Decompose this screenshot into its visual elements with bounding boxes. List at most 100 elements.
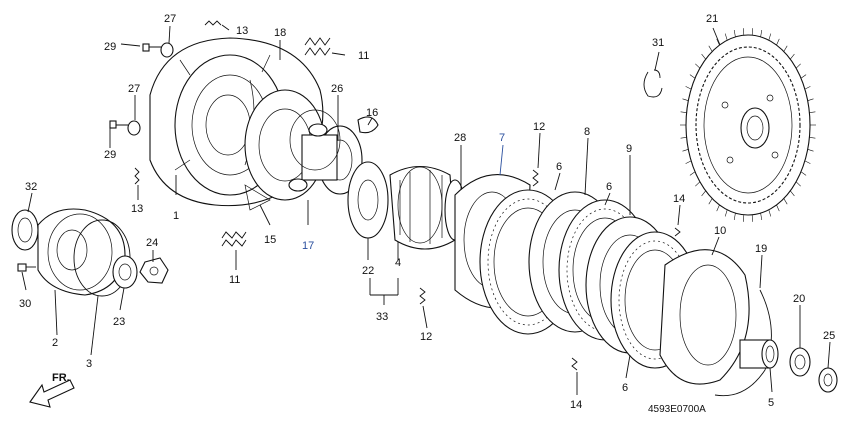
callout-26: 26 (331, 83, 343, 95)
gear-tooth (680, 137, 687, 139)
callout-27b: 27 (128, 83, 140, 95)
callout-20: 20 (793, 293, 805, 305)
washer-27a (160, 42, 174, 58)
callout-7: 7 (499, 132, 505, 144)
gear-tooth (783, 45, 788, 52)
gear-tooth (783, 198, 788, 205)
spring-13a (204, 20, 222, 26)
callout-labels: 27 29 13 18 11 27 29 26 16 13 1 15 17 11… (19, 13, 835, 411)
callout-27a: 27 (164, 13, 176, 25)
gear-tooth (695, 63, 701, 69)
gear-tooth (800, 74, 807, 79)
callout-31: 31 (652, 37, 664, 49)
gear-tooth (716, 38, 720, 46)
callout-6c: 6 (622, 382, 628, 394)
callout-8: 8 (584, 126, 590, 138)
gear-tooth (809, 111, 816, 113)
gear-tooth (685, 160, 692, 164)
callout-10: 10 (714, 225, 726, 237)
lock-washer-24 (139, 257, 169, 284)
callout-4: 4 (395, 257, 401, 269)
nut-25 (818, 367, 838, 393)
circlip-31 (643, 69, 663, 98)
clutch-drum-sleeve (347, 161, 466, 250)
gear-tooth (689, 171, 696, 176)
bolt-29a (142, 43, 162, 52)
gear-tooth (790, 190, 795, 197)
callout-29a: 29 (104, 41, 116, 53)
bolt-29b (109, 120, 128, 129)
bolt-30 (17, 263, 36, 272)
gear-tooth (682, 149, 689, 152)
callout-1: 1 (173, 210, 179, 222)
callout-11b: 11 (229, 274, 240, 286)
gear-tooth (768, 209, 772, 217)
sleeve-5 (739, 339, 779, 369)
gear-tooth (689, 74, 696, 79)
gear-tooth (760, 213, 763, 221)
gear-tooth (685, 86, 692, 90)
rotor-cover-2 (37, 208, 126, 296)
callout-18: 18 (274, 27, 286, 39)
callout-17: 17 (302, 240, 314, 252)
callout-5: 5 (768, 397, 774, 409)
spring-14a (674, 227, 681, 237)
gear-tooth (776, 38, 780, 46)
callout-23: 23 (113, 316, 125, 328)
gear-tooth (724, 33, 728, 41)
callout-29b: 29 (104, 149, 116, 161)
gear-tooth (682, 98, 689, 101)
callout-32: 32 (25, 181, 37, 193)
callout-12b: 12 (420, 331, 432, 343)
gear-tooth (733, 29, 736, 37)
callout-6a: 6 (556, 161, 562, 173)
callout-6b: 6 (606, 181, 612, 193)
callout-13a: 13 (236, 25, 248, 37)
gear-tooth (733, 213, 736, 221)
gear-tooth (701, 53, 706, 60)
rotor-23 (112, 255, 138, 289)
gear-tooth (795, 63, 801, 69)
spring-11a (304, 37, 331, 56)
callout-21: 21 (706, 13, 718, 25)
gear-tooth (760, 29, 763, 37)
callout-3: 3 (86, 358, 92, 370)
callout-14a: 14 (673, 193, 685, 205)
bearing-32 (11, 209, 39, 251)
spring-11b (221, 231, 247, 247)
callout-16: 16 (366, 107, 378, 119)
gear-tooth (804, 160, 811, 164)
snap-ring-19 (714, 289, 772, 397)
gear-tooth (790, 53, 795, 60)
callout-13b: 13 (131, 203, 143, 215)
gear-tooth (804, 86, 811, 90)
callout-11a: 11 (358, 50, 369, 62)
washer-27b (127, 120, 141, 136)
callout-19: 19 (755, 243, 767, 255)
callout-25: 25 (823, 330, 835, 342)
gear-tooth (724, 209, 728, 217)
gear-tooth (768, 33, 772, 41)
gear-tooth (708, 45, 713, 52)
gear-tooth (695, 181, 701, 187)
callout-33: 33 (376, 311, 388, 323)
gear-tooth (680, 111, 687, 113)
washer-20 (789, 347, 811, 377)
callout-14b: 14 (570, 399, 582, 411)
spring-13b (134, 167, 140, 185)
gear-tooth (809, 137, 816, 139)
clutch-plate-10 (659, 249, 750, 385)
callout-12a: 12 (533, 121, 545, 133)
gear-tooth (807, 98, 814, 101)
gear-tooth (776, 204, 780, 212)
diagram-code: 4593E0700A (648, 404, 706, 415)
gear-tooth (716, 204, 720, 212)
gear-tooth (807, 149, 814, 152)
gear-tooth (800, 171, 807, 176)
driven-gear-teeth (680, 28, 816, 222)
callout-22: 22 (362, 265, 374, 277)
driven-gear-21 (685, 34, 811, 216)
spring-14b (571, 357, 578, 371)
clutch-center-assembly (244, 89, 379, 211)
front-direction-arrow: FR. (29, 372, 75, 408)
